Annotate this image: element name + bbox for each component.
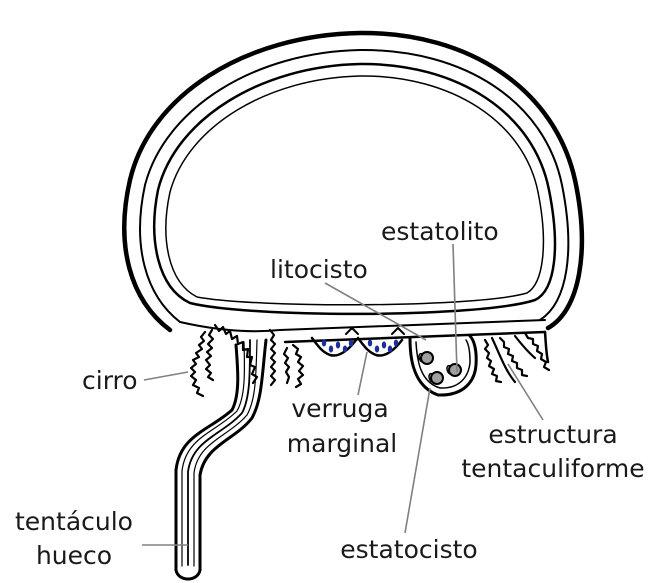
- cnidocyst-dot: [388, 346, 392, 353]
- cnidocyst-dot: [322, 340, 326, 347]
- hollow-tentacle-tip: [176, 570, 200, 579]
- cirrus-small-b: [284, 348, 289, 383]
- cnidocyst-dot: [368, 340, 372, 347]
- hollow-tentacle-canal-c: [194, 340, 257, 566]
- hollow-tentacle-canal: [188, 340, 250, 565]
- statolith: [449, 364, 461, 376]
- label-cirro: cirro: [82, 366, 138, 395]
- leader-cirro: [144, 372, 188, 380]
- statolith: [431, 372, 443, 384]
- leader-estatolito: [453, 244, 457, 372]
- label-estructura-line1: estructura: [488, 420, 617, 449]
- marginal-wart-2-notch: [392, 328, 404, 334]
- cnidocyst-dot: [349, 340, 353, 347]
- tentacle-like-structure-2: [500, 338, 527, 376]
- label-estatocisto: estatocisto: [340, 535, 477, 564]
- cirrus-left-b: [206, 330, 213, 380]
- leader-estatocisto: [405, 388, 430, 533]
- cnidocyst-dot: [329, 346, 333, 353]
- cnidocyst-dot: [394, 340, 398, 347]
- tentacle-like-structure-1: [485, 340, 501, 382]
- margin-ring: [180, 320, 545, 331]
- label-litocisto: litocisto: [270, 255, 368, 284]
- cnidocyst-dot: [375, 346, 379, 353]
- cnidocyst-dot: [336, 342, 340, 349]
- leader-verruga: [358, 352, 367, 395]
- leader-litocisto: [325, 283, 426, 340]
- leader-estructura: [508, 364, 543, 420]
- statoliths: [419, 352, 461, 384]
- label-tentaculo-line2: hueco: [36, 541, 112, 570]
- cirrus-left: [191, 332, 205, 396]
- bell-exumbrella-outline: [124, 33, 582, 330]
- tentacle-like-structure-edge: [545, 332, 548, 362]
- cnidocyst-dot: [382, 342, 386, 349]
- label-tentaculo-line1: tentáculo: [15, 507, 133, 536]
- marginal-wart-1-notch: [346, 328, 358, 334]
- label-verruga-line2: marginal: [287, 429, 397, 458]
- label-estructura-line2: tentaculiforme: [461, 454, 644, 483]
- label-verruga-line1: verruga: [291, 394, 388, 423]
- statolith: [421, 352, 433, 364]
- cirrus-small: [293, 345, 303, 387]
- cirrus-right: [270, 330, 275, 385]
- cnidocyst-dot: [343, 346, 347, 353]
- label-estatolito: estatolito: [381, 217, 499, 246]
